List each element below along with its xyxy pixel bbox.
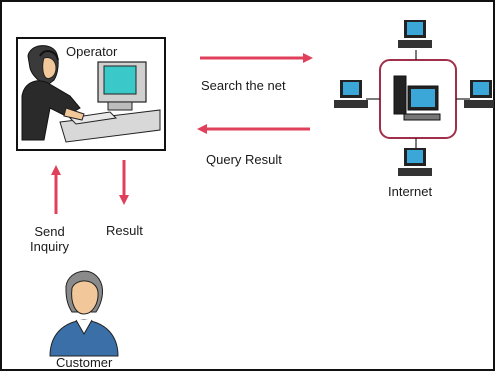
customer-icon <box>49 270 119 357</box>
customer-label: Customer <box>56 355 113 370</box>
query-result-label: Query Result <box>206 152 282 167</box>
operator-label: Operator <box>66 44 118 59</box>
computer-icon-right <box>464 80 494 108</box>
send-inquiry-label-line2: Inquiry <box>30 239 70 254</box>
operator-icon <box>16 37 166 151</box>
result-label: Result <box>106 223 143 238</box>
send-inquiry-label: Send Inquiry <box>30 224 69 254</box>
internet-label: Internet <box>388 184 433 199</box>
computer-icon-left <box>334 80 368 108</box>
computer-icon-bottom <box>398 148 432 176</box>
send-inquiry-label-line1: Send <box>34 224 65 239</box>
search-the-net-label: Search the net <box>201 78 286 93</box>
internet-network-icon <box>366 50 470 150</box>
computer-icon-top <box>398 20 432 48</box>
